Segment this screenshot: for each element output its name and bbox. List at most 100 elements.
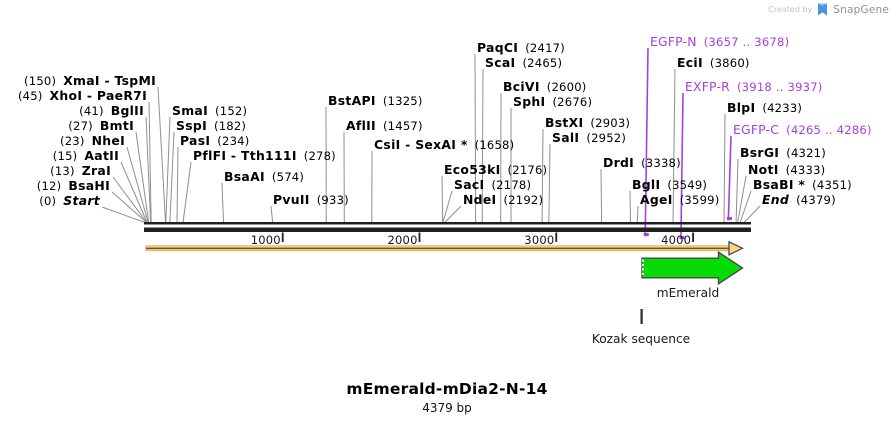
site-position-xhoi-paer7i: (45) <box>17 89 43 103</box>
site-leader-bsahi <box>111 191 147 223</box>
site-label-bsrgi: BsrGI(4321) <box>740 146 826 160</box>
site-position-pflfi-tth111i: (278) <box>303 149 336 163</box>
site-position-sspi: (182) <box>213 119 247 133</box>
site-name-bsabi: BsaBI * <box>753 177 806 192</box>
site-position-bsahi: (12) <box>36 179 62 193</box>
site-leader-ecii <box>672 68 676 223</box>
site-label-sali: SalI (2952) <box>552 131 626 145</box>
site-label-aatii: (15)AatII <box>53 149 119 163</box>
primer-glyph-egfp-c <box>726 217 732 221</box>
site-leader-end <box>743 205 761 223</box>
map-backbone-thick-line <box>144 227 751 232</box>
snapgene-logo-icon <box>818 3 828 16</box>
site-label-sspi: SspI (182) <box>176 119 246 133</box>
site-position-zrai: (13) <box>50 164 75 178</box>
site-leader-pasi <box>176 146 179 223</box>
site-position-egfp-n: (3657 .. 3678) <box>703 35 790 49</box>
site-position-exfp-r: (3918 .. 3937) <box>736 80 823 94</box>
site-name-sspi: SspI <box>176 118 207 133</box>
site-name-end: End <box>762 192 790 207</box>
site-position-xmai-tspmi: (150) <box>24 74 57 88</box>
site-name-aatii: AatII <box>84 148 119 163</box>
site-leader-pflfi-tth111i <box>182 161 192 223</box>
site-name-pasi: PasI <box>180 133 211 148</box>
site-label-bstapi: BstAPI (1325) <box>328 94 423 108</box>
ruler-label-2000: 2000 <box>387 233 418 247</box>
site-position-egfp-c: (4265 .. 4286) <box>786 123 872 137</box>
site-position-bstxi: (2903) <box>590 116 631 130</box>
ruler-label-1000: 1000 <box>250 233 281 247</box>
site-label-bstxi: BstXI (2903) <box>545 116 630 130</box>
site-label-bgli: BglI(3549) <box>632 178 707 192</box>
site-leader-nhei <box>126 146 149 223</box>
site-position-bstapi: (1325) <box>382 94 423 108</box>
site-name-zrai: ZraI <box>81 163 111 178</box>
site-name-bstapi: BstAPI <box>328 93 376 108</box>
site-position-bmti: (27) <box>68 119 93 133</box>
watermark-created-by-text: Created by <box>768 5 813 14</box>
site-label-sphi: SphI(2676) <box>513 95 592 109</box>
site-name-bmti: BmtI <box>99 118 134 133</box>
site-name-noti: NotI <box>748 162 779 177</box>
site-leader-eco53ki <box>441 175 444 223</box>
ruler-tick-4000 <box>692 232 694 242</box>
site-name-blpi: BlpI <box>727 100 756 115</box>
plasmid-title-block: mEmerald-mDia2-N-14 4379 bp <box>0 380 894 415</box>
site-label-egfp-c: EGFP-C(4265 .. 4286) <box>733 123 872 137</box>
site-position-drdi: (3338) <box>641 156 681 170</box>
primer-glyph-egfp-n <box>643 233 649 237</box>
site-label-agei: AgeI(3599) <box>640 193 719 207</box>
site-name-nhei: NheI <box>91 133 125 148</box>
site-name-egfp-n: EGFP-N <box>650 34 697 49</box>
site-position-pvuii: (933) <box>316 193 349 207</box>
site-leader-bsaai <box>221 182 225 223</box>
map-backbone-thin-line <box>144 222 751 225</box>
orf-arrow-head <box>728 240 744 256</box>
kozak-tick-mark <box>640 309 643 324</box>
site-name-bcivi: BciVI <box>503 79 540 94</box>
site-label-xhoi-paer7i: (45) XhoI - PaeR7I <box>18 89 147 103</box>
site-position-bgli: (3549) <box>667 178 708 192</box>
site-name-eco53ki: Eco53kI <box>444 162 501 177</box>
site-name-sphi: SphI <box>513 94 546 109</box>
site-position-aflii: (1457) <box>382 119 423 133</box>
ruler-tick-1000 <box>281 232 284 242</box>
site-label-scai: ScaI(2465) <box>485 56 562 70</box>
site-label-xmai-tspmi: (150) XmaI - TspMI <box>24 74 156 88</box>
site-position-end: (4379) <box>796 193 836 207</box>
site-label-pflfi-tth111i: PflFI - Tth111I (278) <box>193 149 336 163</box>
site-label-bsaai: BsaAI(574) <box>224 170 304 184</box>
site-name-csii-sexai: CsiI - SexAI * <box>374 137 468 152</box>
site-name-bsrgi: BsrGI <box>740 145 780 160</box>
ruler-label-4000: 4000 <box>661 233 692 247</box>
site-leader-bstxi <box>541 128 544 223</box>
site-label-end: End (4379) <box>762 193 836 207</box>
site-leader-drdi <box>600 168 603 223</box>
site-position-pasi: (234) <box>217 134 250 148</box>
site-name-xhoi-paer7i: XhoI - PaeR7I <box>49 88 147 103</box>
site-name-sali: SalI <box>552 130 580 145</box>
site-leader-start <box>101 206 146 223</box>
site-position-bsabi: (4351) <box>812 178 852 192</box>
site-name-exfp-r: EXFP-R <box>685 79 730 94</box>
site-label-egfp-n: EGFP-N (3657 .. 3678) <box>650 35 789 49</box>
site-name-pflfi-tth111i: PflFI - Tth111I <box>193 148 297 163</box>
site-label-bmti: (27) BmtI <box>68 119 134 133</box>
site-label-pvuii: PvuII(933) <box>273 193 349 207</box>
site-label-zrai: (13) ZraI <box>50 164 111 178</box>
site-position-bsaai: (574) <box>271 170 305 184</box>
plasmid-name: mEmerald-mDia2-N-14 <box>346 380 548 398</box>
watermark-brand-text: SnapGene <box>833 3 889 16</box>
site-position-blpi: (4233) <box>762 101 803 115</box>
site-position-paqci: (2417) <box>525 41 565 55</box>
site-leader-xmai-tspmi <box>157 86 167 223</box>
site-name-xmai-tspmi: XmaI - TspMI <box>63 73 156 88</box>
site-label-csii-sexai: CsiI - SexAI *(1658) <box>374 138 514 152</box>
site-leader-pvuii <box>270 205 274 223</box>
site-name-agei: AgeI <box>640 192 673 207</box>
site-name-bglii: BglII <box>110 103 144 118</box>
site-leader-smai <box>165 116 171 223</box>
site-position-sali: (2952) <box>586 131 627 145</box>
site-name-bstxi: BstXI <box>545 115 584 130</box>
